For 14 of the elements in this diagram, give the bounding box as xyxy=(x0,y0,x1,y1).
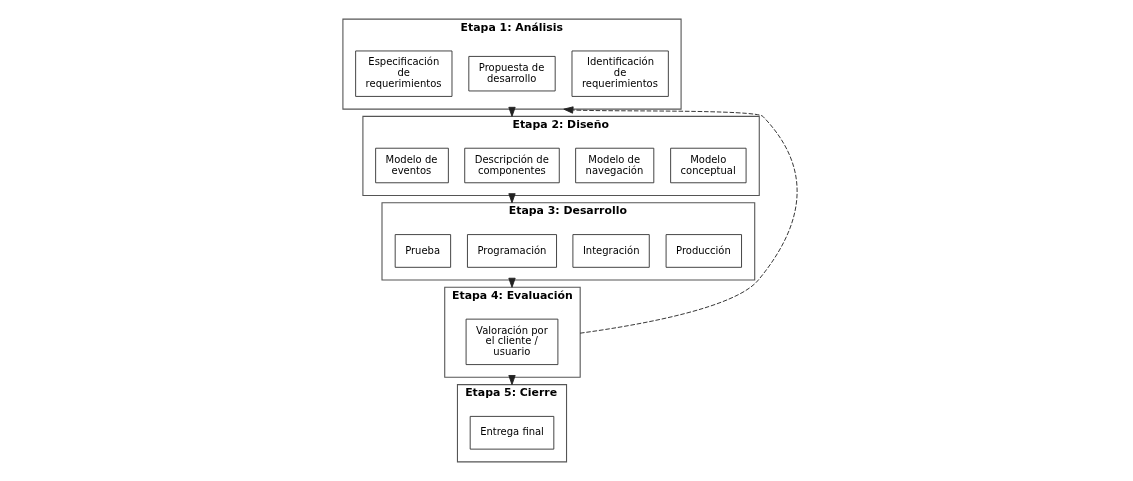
node-box: Programación xyxy=(467,234,557,268)
node-box: Modelo de eventos xyxy=(375,147,449,184)
node-box: Modelo de navegación xyxy=(575,147,655,184)
node-box: Identificación de requerimientos xyxy=(571,50,669,97)
node-box: Integración xyxy=(572,234,650,268)
node-box: Propuesta de desarrollo xyxy=(468,55,556,92)
node-box: Descripción de componentes xyxy=(464,147,560,184)
node-box: Entrega final xyxy=(469,415,555,450)
node-box: Modelo conceptual xyxy=(670,147,747,184)
node-box: Producción xyxy=(665,234,742,268)
node-box: Especificación de requerimientos xyxy=(355,50,453,97)
node-box: Prueba xyxy=(394,234,452,268)
node-box: Valoración por el cliente / usuario xyxy=(465,318,559,366)
arrow xyxy=(563,106,798,334)
